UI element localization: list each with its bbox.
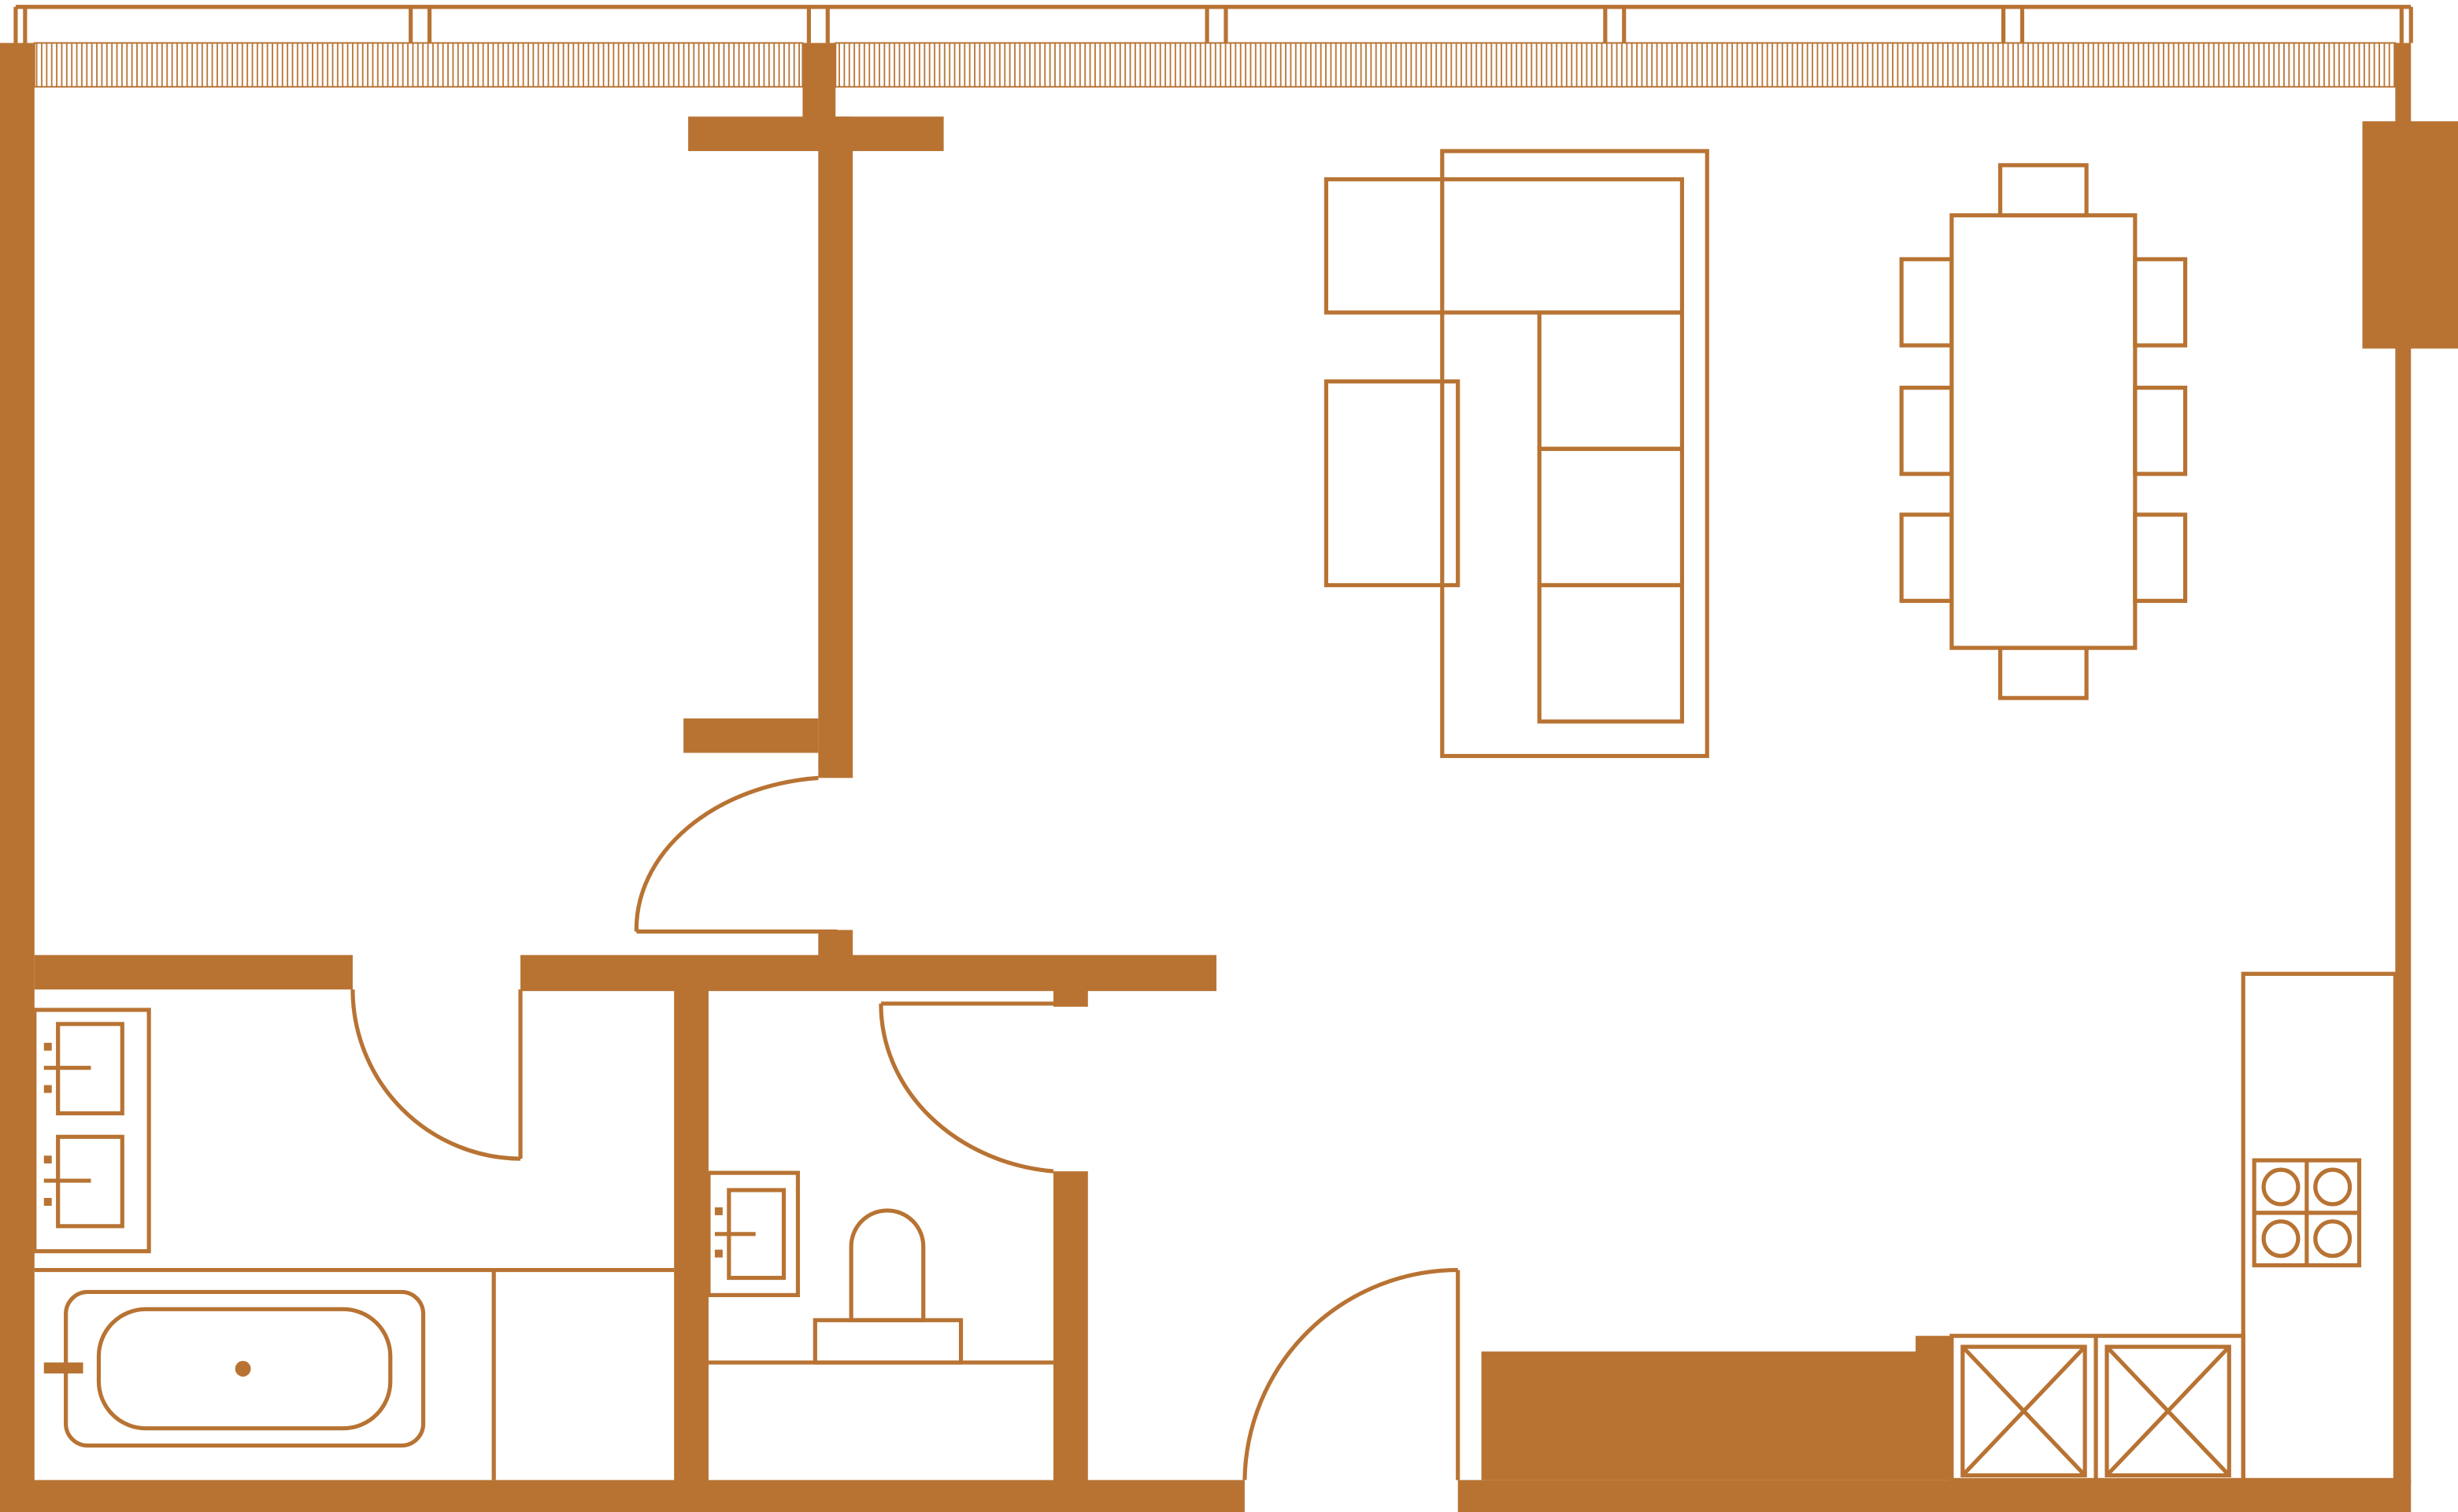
outer-wall-left [0,43,35,1512]
dining-chair [2133,257,2188,348]
balcony-hatch-left [33,42,804,88]
toilet-room [706,1170,1053,1365]
bedroom-partition [818,116,853,778]
toilet-bowl [813,1208,964,1365]
double-vanity [32,1007,151,1254]
dining-set [1899,163,2188,701]
dining-chair [1998,645,2089,701]
outer-wall-right-column [2362,121,2458,349]
dining-chair [2133,512,2188,603]
tall-cabinet-block [1481,1351,1952,1481]
bedroom-door[interactable] [634,775,838,934]
washbasin [706,1170,801,1298]
toilet-door[interactable] [879,1001,1071,1174]
balcony-railing [13,5,2413,88]
walls [0,43,2458,1512]
bathroom [32,1007,675,1481]
door-jamb-stub [818,930,853,959]
kitchen [1481,971,2397,1482]
outer-wall-right [2395,43,2412,1485]
kitchen-counter [2241,971,2397,1482]
outer-wall-bottom-right [1457,1480,2412,1512]
dining-chair [1899,386,1954,476]
bathroom-top-wall-right [520,955,1217,992]
coffee-table [1323,379,1460,588]
bedroom-partition-top-flange [688,116,944,151]
bathtub [43,1289,426,1448]
bathroom-toilet-partition [674,989,709,1482]
bathtub-faucet [43,1362,83,1373]
bathroom-door[interactable] [350,989,523,1161]
dining-table [1949,213,2138,650]
entrance-door[interactable] [1242,1267,1460,1481]
bathroom-top-wall-left [34,955,353,990]
toilet-cistern [813,1318,964,1365]
doors [350,775,1460,1481]
toilet-hall-partition [1053,1171,1088,1482]
balcony-posts [13,6,2413,43]
dining-chair [1899,512,1954,603]
balcony-hatch-right [835,42,2397,88]
dining-chair [2133,386,2188,476]
dining-chair [1899,257,1954,348]
bathtub-drain [235,1361,251,1377]
sofa [1323,149,1709,759]
outer-wall-bottom-left [18,1480,1245,1512]
kitchen-cabinets [1949,1333,2245,1482]
tall-cabinet-block-step [1916,1336,1952,1355]
top-wall-stub [802,43,836,119]
dining-chair [1998,163,2089,218]
bedroom-partition-bottom-flange [683,718,819,753]
cooktop [2252,1158,2362,1268]
